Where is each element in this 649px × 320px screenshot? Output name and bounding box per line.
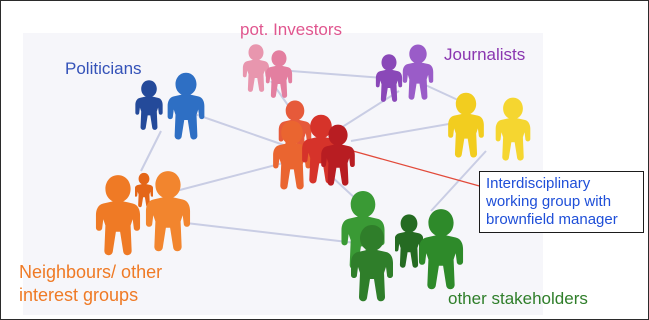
callout-line2: working group with — [486, 193, 612, 210]
link-neighbours-center — [175, 160, 292, 192]
label-neighbours-line2: interest groups — [19, 285, 139, 305]
label-journalists: Journalists — [444, 45, 526, 64]
callout-line3: brownfield manager — [486, 211, 618, 228]
label-politicians: Politicians — [65, 59, 142, 78]
working-group-callout: Interdisciplinary working group with bro… — [479, 171, 644, 233]
link-neighbours-other — [185, 222, 357, 244]
label-neighbours: Neighbours/ other interest groups — [19, 261, 189, 307]
link-center-right — [350, 120, 467, 142]
label-other-stakeholders: other stakeholders — [448, 289, 588, 308]
link-journalists-center — [335, 90, 400, 132]
link-politicians-neighbours — [140, 130, 162, 172]
label-investors: pot. Investors — [240, 20, 343, 39]
label-neighbours-line1: Neighbours/ other — [19, 262, 163, 282]
callout-line1: Interdisciplinary — [486, 175, 591, 192]
link-politicians-center — [185, 110, 302, 152]
callout-pointer — [352, 150, 484, 188]
link-right-other — [430, 150, 487, 212]
network-lines — [140, 70, 487, 244]
